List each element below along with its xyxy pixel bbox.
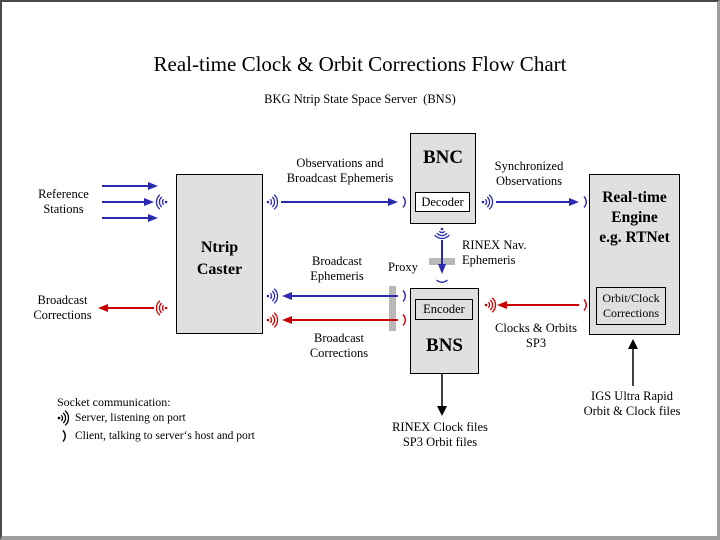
label-observations: Observations and Broadcast Ephemeris	[286, 156, 394, 185]
node-rt-engine: Real-time Engine e.g. RTNet Orbit/Clock …	[589, 174, 680, 335]
client-socket-icon	[402, 313, 406, 327]
client-socket-icon	[583, 298, 587, 312]
page-title: Real-time Clock & Orbit Corrections Flow…	[153, 52, 567, 76]
label-broadcast-corrections-left: Broadcast Corrections	[33, 293, 92, 322]
page-subtitle: BKG Ntrip State Space Server (BNS)	[264, 92, 456, 106]
client-socket-icon	[402, 289, 406, 303]
node-label: BNS	[426, 335, 463, 356]
node-orbit-clock-corrections: Orbit/Clock Corrections	[596, 287, 666, 325]
label-broadcast-ephemeris: Broadcast Ephemeris	[310, 254, 364, 283]
label-rinex-clock-files: RINEX Clock files SP3 Orbit files	[392, 420, 488, 449]
client-socket-icon	[402, 195, 406, 209]
server-socket-icon	[155, 300, 168, 316]
label-rinex-nav-ephemeris: RINEX Nav. Ephemeris	[462, 238, 527, 267]
server-socket-icon	[434, 227, 450, 240]
legend-title: Socket communication:	[57, 395, 171, 409]
label-broadcast-corrections-mid: Broadcast Corrections	[309, 331, 369, 360]
server-socket-icon	[266, 194, 279, 210]
server-socket-icon	[484, 297, 497, 313]
label-reference-stations: Reference Stations	[38, 187, 89, 216]
arrow-bnc-to-bns	[434, 227, 450, 283]
server-socket-icon	[266, 288, 279, 304]
node-encoder: Encoder	[415, 299, 473, 320]
node-bns: Encoder BNS	[410, 288, 479, 374]
legend-client-socket-icon	[62, 429, 66, 443]
arrow-igs-input	[628, 339, 638, 386]
server-socket-icon	[266, 312, 279, 328]
server-socket-icon	[481, 194, 494, 210]
node-label: Real-time Engine e.g. RTNet	[599, 189, 670, 246]
client-socket-icon	[435, 279, 449, 283]
label-proxy: Proxy	[388, 260, 418, 274]
arrow-observations	[266, 194, 406, 210]
node-label: BNC	[422, 147, 464, 168]
label-synchronized-observations: Synchronized Observations	[494, 159, 564, 188]
arrow-reference-stations	[102, 182, 168, 222]
legend-client-text: Client, talking to server‘s host and por…	[75, 430, 255, 442]
proxy-bar-vertical	[389, 286, 396, 331]
legend-server-text: Server, listening on port	[75, 412, 186, 424]
arrow-broadcast-ephemeris	[266, 288, 406, 304]
proxy-bar-horizontal	[429, 258, 455, 265]
label-igs-ultra-rapid: IGS Ultra Rapid Orbit & Clock files	[583, 389, 681, 418]
node-label: Ntrip Caster	[196, 239, 243, 278]
arrow-bns-output	[437, 374, 447, 416]
server-socket-icon	[155, 194, 168, 210]
node-ntrip-caster: Ntrip Caster	[176, 174, 263, 334]
node-decoder: Decoder	[415, 192, 470, 212]
client-socket-icon	[583, 195, 587, 209]
arrow-clocks-orbits	[484, 297, 587, 313]
legend-server-socket-icon	[57, 410, 70, 426]
arrow-synchronized-observations	[481, 194, 587, 210]
arrow-broadcast-corrections-mid	[266, 312, 406, 328]
node-bnc: BNC Decoder	[410, 133, 476, 224]
label-clocks-orbits-sp3: Clocks & Orbits SP3	[495, 321, 577, 350]
